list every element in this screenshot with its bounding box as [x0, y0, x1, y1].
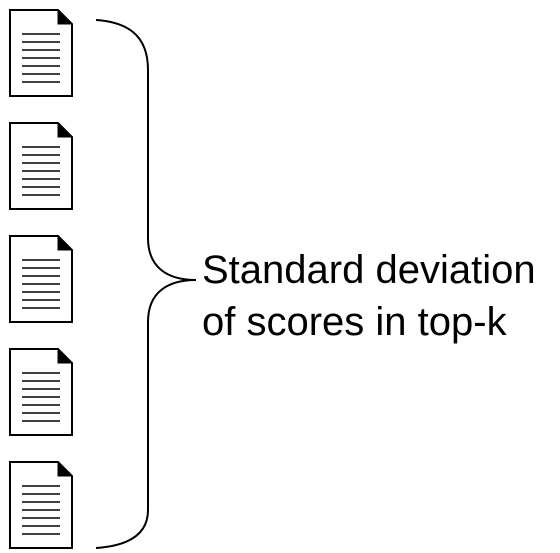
document-icon	[9, 8, 74, 97]
document-folded-corner	[57, 234, 74, 251]
curly-brace	[95, 19, 197, 549]
document-folded-corner	[57, 8, 74, 25]
annotation-label-line-2: of scores in top-k	[202, 300, 507, 344]
document-icon	[9, 121, 74, 210]
document-folded-corner	[57, 121, 74, 138]
document-icon	[9, 347, 74, 436]
document-icon	[9, 234, 74, 323]
annotation-label-line-1: Standard deviation	[202, 248, 536, 292]
document-icon	[9, 460, 74, 549]
document-folded-corner	[57, 347, 74, 364]
document-stack	[9, 8, 74, 549]
document-folded-corner	[57, 460, 74, 477]
